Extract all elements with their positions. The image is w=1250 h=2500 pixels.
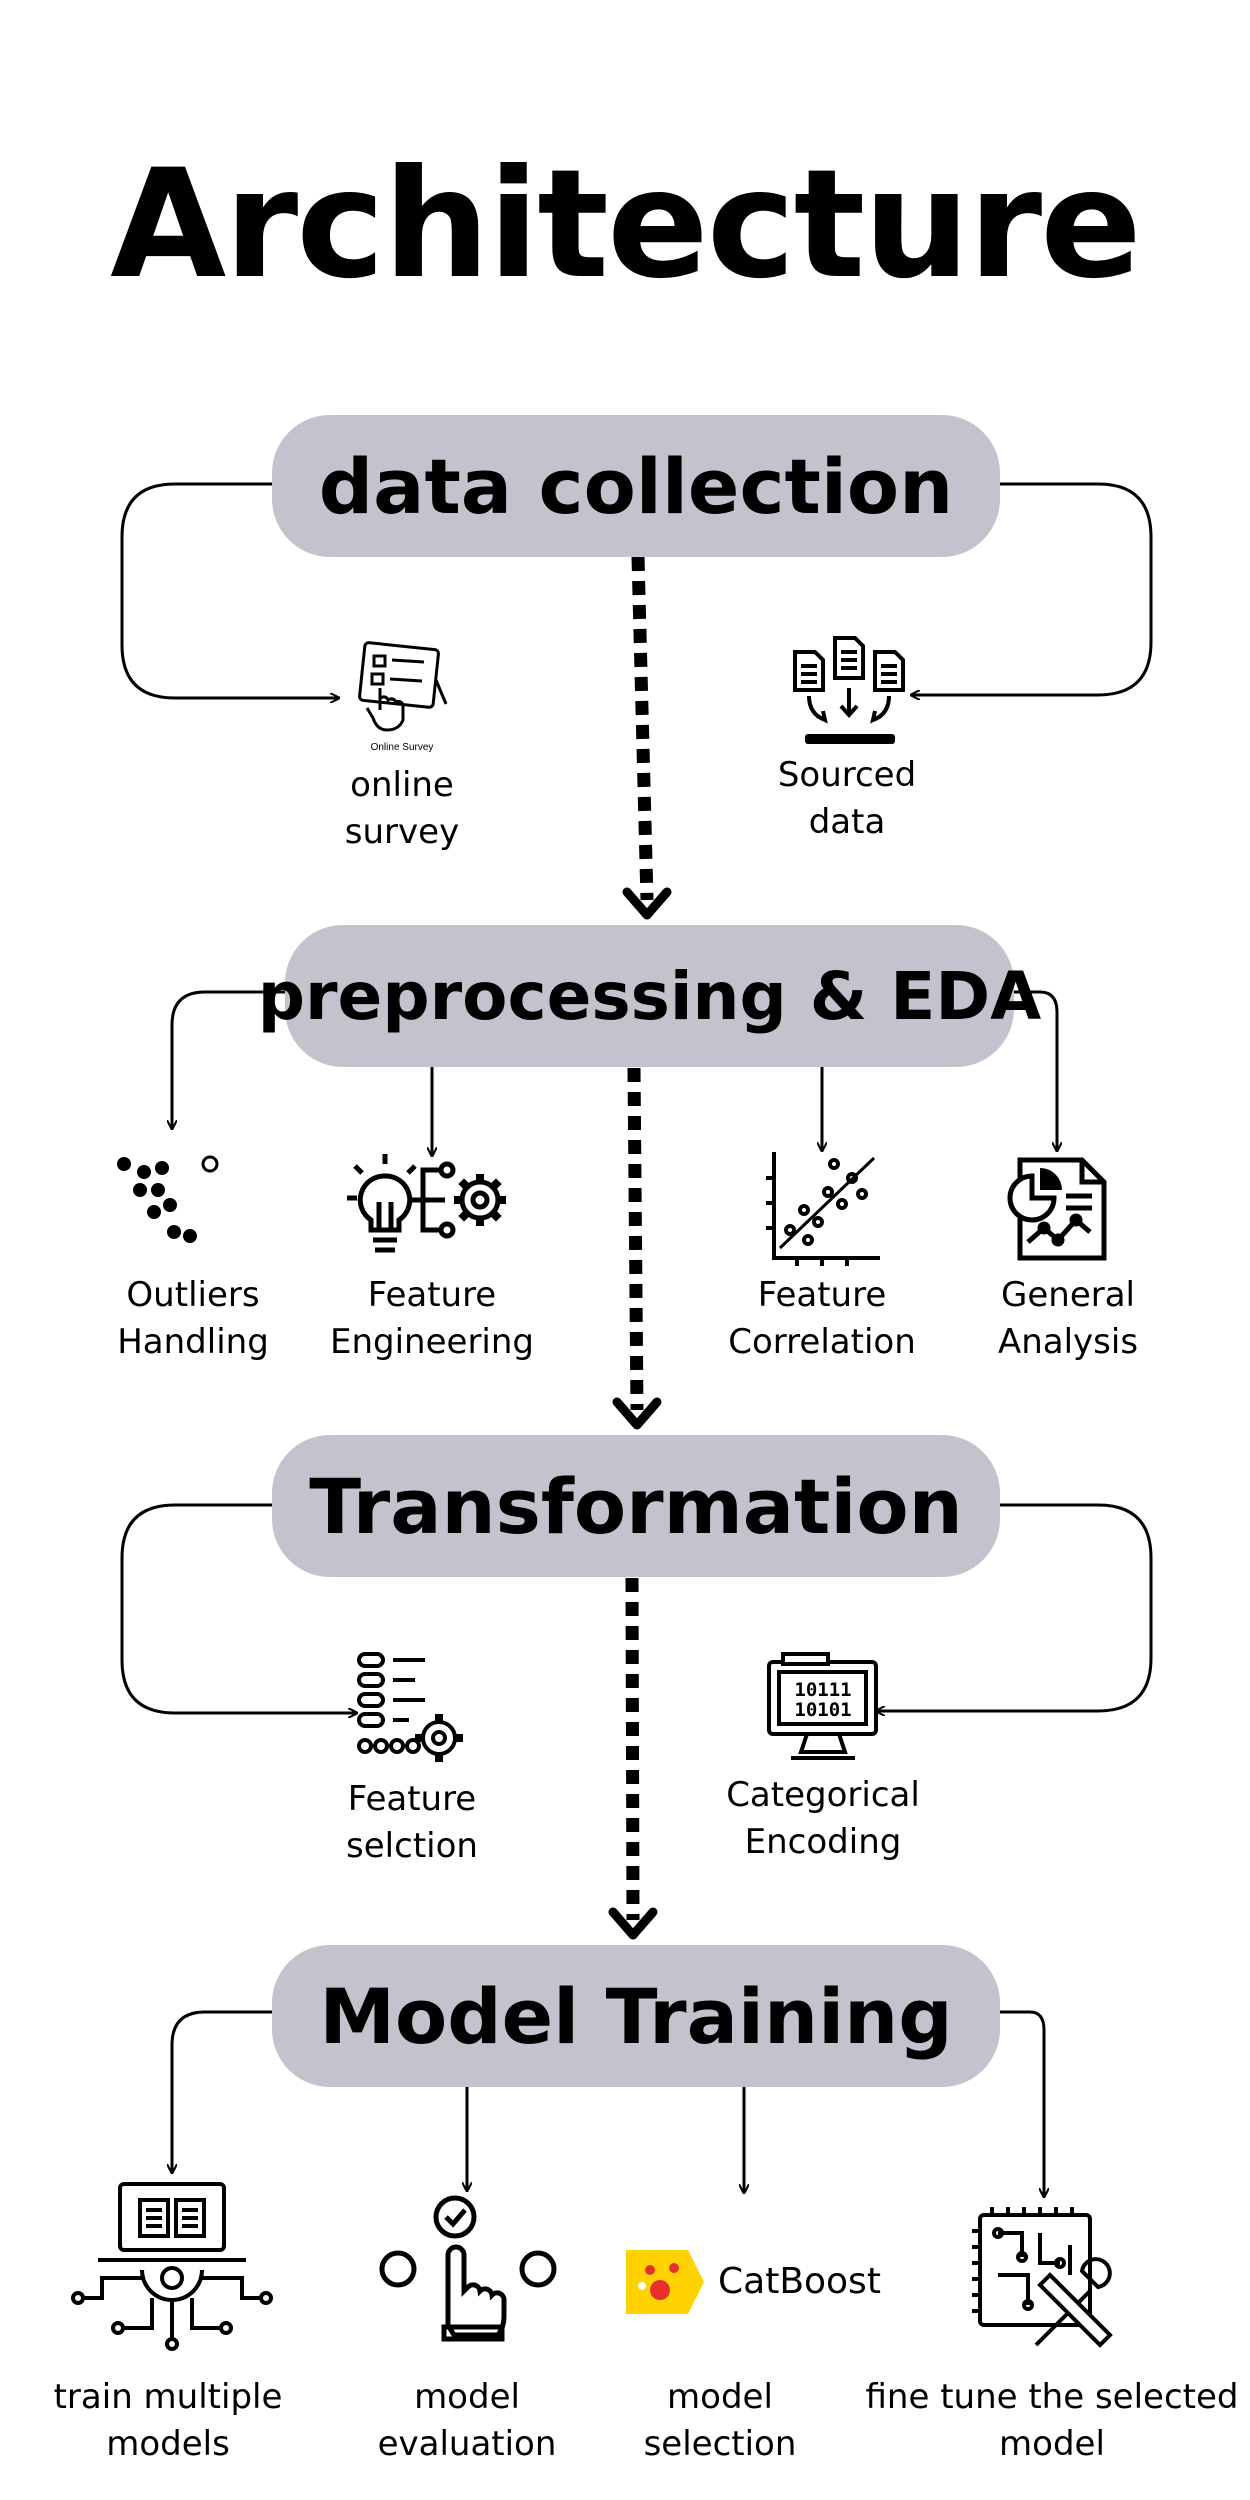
online-survey-icon: Online Survey <box>358 641 448 753</box>
flow-arrow-2 <box>612 1397 662 1430</box>
fine-tune-icon <box>972 2207 1113 2348</box>
outliers-icon <box>117 1155 219 1243</box>
loop-left-data-collection <box>120 482 338 698</box>
model-evaluation-icon <box>379 2195 557 2342</box>
flow-arrow-3 <box>608 1907 658 1940</box>
stage-label: data collection <box>318 441 954 531</box>
stage-preprocessing: preprocessing & EDA <box>258 925 1041 1067</box>
loop-right-transformation <box>877 1503 1153 1711</box>
feature-correlation-icon <box>766 1152 880 1266</box>
stage-data-collection: data collection <box>272 415 1000 557</box>
branch-general-analysis <box>1014 990 1057 1150</box>
branch-outliers <box>172 990 285 1128</box>
flow-dots-3 <box>625 1577 640 1921</box>
flow-dots-1 <box>631 556 654 901</box>
page-title: Architecture <box>110 138 1142 312</box>
stage-label: Transformation <box>309 1461 963 1551</box>
flow-dots-2 <box>627 1067 644 1411</box>
catboost-label: CatBoost <box>718 2261 881 2302</box>
stage-model-training: Model Training <box>272 1945 1000 2087</box>
sourced-data-icon <box>793 636 905 744</box>
feature-engineering-icon <box>347 1154 506 1253</box>
branch-fine-tune <box>1000 2010 1044 2196</box>
general-analysis-icon <box>1007 1157 1107 1261</box>
flow-arrow-1 <box>622 887 672 920</box>
categorical-encoding-icon: 10111 10101 <box>767 1652 878 1760</box>
stage-label: Model Training <box>319 1971 953 2061</box>
train-models-icon <box>71 2182 273 2351</box>
encoding-digits-2: 10101 <box>794 1699 851 1721</box>
stage-label: preprocessing & EDA <box>257 957 1042 1035</box>
feature-selection-icon <box>357 1652 463 1762</box>
online-survey-caption: Online Survey <box>371 742 434 753</box>
stage-transformation: Transformation <box>272 1435 1000 1577</box>
loop-right-data-collection <box>912 482 1153 695</box>
encoding-digits-1: 10111 <box>794 1679 851 1701</box>
catboost-logo-icon <box>626 2250 704 2314</box>
loop-left-transformation <box>120 1503 356 1713</box>
branch-train-models <box>172 2010 272 2172</box>
